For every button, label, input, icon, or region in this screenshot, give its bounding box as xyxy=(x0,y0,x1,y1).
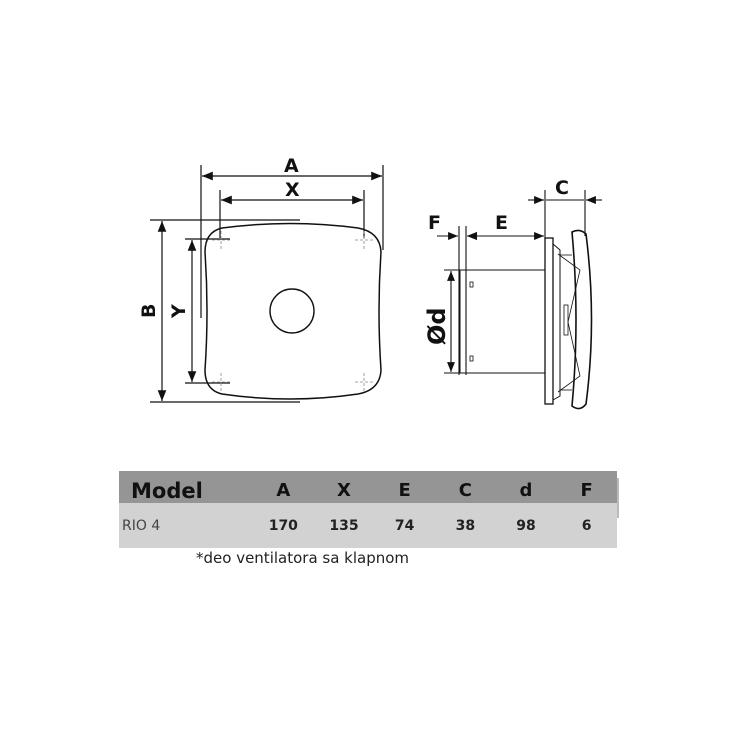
front-view xyxy=(150,165,384,403)
label-a: A xyxy=(284,155,299,177)
header-d: d xyxy=(519,479,533,501)
cell-d: 98 xyxy=(516,517,536,534)
label-x: X xyxy=(285,179,300,201)
technical-drawing: A X B Y F E C Ød xyxy=(138,155,602,410)
header-a: A xyxy=(276,479,291,501)
footnote: *deo ventilatora sa klapnom xyxy=(196,549,410,567)
header-f: F xyxy=(580,479,593,501)
cell-f: 6 xyxy=(581,517,592,534)
cell-e: 74 xyxy=(394,517,415,534)
cell-x: 135 xyxy=(329,517,359,534)
header-model: Model xyxy=(131,479,203,503)
cell-c: 38 xyxy=(455,517,476,534)
side-view xyxy=(437,190,602,410)
header-e: E xyxy=(398,479,411,501)
label-f: F xyxy=(428,212,441,234)
header-x: X xyxy=(337,479,351,501)
label-y: Y xyxy=(168,304,190,319)
table-row: RIO 4 170 135 74 38 98 6 xyxy=(119,503,617,548)
label-b: B xyxy=(138,304,160,318)
cell-model: RIO 4 xyxy=(122,517,161,534)
dimensions-table: Model A X E C d F RIO 4 170 135 74 38 98… xyxy=(119,471,617,548)
header-c: C xyxy=(458,479,472,501)
cell-a: 170 xyxy=(268,517,298,534)
label-c: C xyxy=(555,177,569,199)
label-d: Ød xyxy=(423,307,451,345)
table-header: Model A X E C d F xyxy=(119,471,617,503)
table-edge-divider xyxy=(617,478,619,518)
label-e: E xyxy=(495,212,508,234)
